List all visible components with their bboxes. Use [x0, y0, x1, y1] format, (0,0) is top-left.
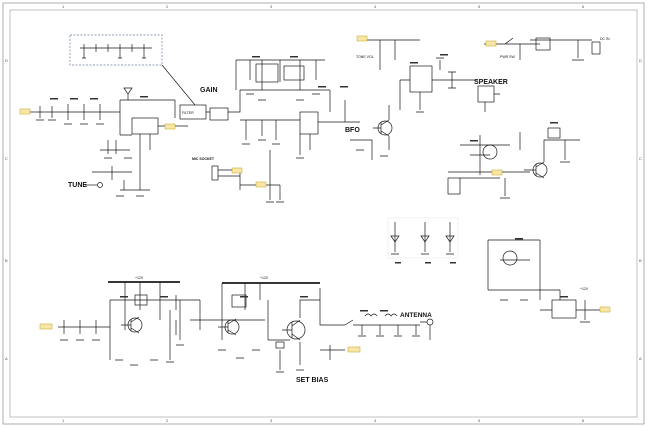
row-letter: D: [639, 58, 642, 63]
circuit: [28, 34, 605, 373]
label-gain: GAIN: [200, 87, 218, 94]
row-letter: A: [5, 356, 8, 361]
ic-audio-amp: [409, 65, 433, 93]
led-group: [387, 217, 459, 259]
label-supply: +12V: [580, 287, 589, 291]
col-number: 1: [62, 4, 65, 9]
row-letter: D: [5, 58, 8, 63]
label-speaker: SPEAKER: [474, 79, 508, 86]
label-antenna: ANTENNA: [400, 312, 432, 319]
label-filter-block: FILTER: [182, 111, 194, 115]
ic-oscillator: [551, 299, 577, 319]
row-letter: B: [639, 258, 642, 263]
col-number: 1: [62, 418, 65, 423]
ptt-jack: [447, 177, 461, 195]
col-number: 2: [166, 4, 169, 9]
col-number: 3: [270, 418, 273, 423]
net-labels: [19, 35, 611, 353]
oscillator-transistor: [502, 250, 518, 266]
label-tone-vol: TONE VOL: [356, 55, 374, 59]
tx-transformer-b: [231, 294, 247, 308]
col-number: 5: [478, 4, 481, 9]
row-letter: B: [5, 258, 8, 263]
antenna-connector: [426, 318, 434, 326]
row-letter: A: [639, 356, 642, 361]
component-annotations: [50, 54, 568, 312]
tx-transformer-a: [134, 294, 148, 306]
row-markers: D C B A D C B A: [5, 58, 642, 361]
label-set-bias: SET BIAS: [296, 377, 329, 384]
inner-frame: [9, 9, 638, 418]
col-number: 6: [582, 4, 585, 9]
col-number: 6: [582, 418, 585, 423]
mic-connector: [211, 165, 219, 181]
col-number: 4: [374, 4, 377, 9]
label-pwr-sw: PWR SW: [500, 55, 515, 59]
ic-mixer: [131, 117, 159, 135]
relay-transistor-a: [482, 144, 498, 160]
pa-bias-resistor: [275, 341, 285, 349]
col-number: 3: [270, 4, 273, 9]
filter-dash-box: [69, 34, 163, 66]
label-bfo: BFO: [345, 127, 360, 134]
relay-coil: [547, 127, 561, 139]
ic-detector: [299, 111, 319, 135]
column-markers: 1 2 3 4 5 6 1 2 3 4 5 6: [62, 4, 585, 423]
col-number: 4: [374, 418, 377, 423]
col-number: 2: [166, 418, 169, 423]
label-supply: +12V: [260, 276, 269, 280]
col-number: 5: [478, 418, 481, 423]
ic-amp-a: [255, 63, 279, 83]
ic-amp-b: [283, 65, 305, 81]
label-supply: +12V: [135, 276, 144, 280]
speaker-jack: [477, 85, 495, 103]
row-letter: C: [5, 156, 8, 161]
label-mic-socket: MIC SOCKET: [192, 157, 215, 161]
row-letter: C: [639, 156, 642, 161]
regulator: [535, 37, 551, 51]
label-dc-in: DC IN: [600, 37, 610, 41]
label-tune: TUNE: [68, 182, 87, 189]
dc-jack: [591, 41, 601, 55]
gain-box: [209, 107, 229, 121]
